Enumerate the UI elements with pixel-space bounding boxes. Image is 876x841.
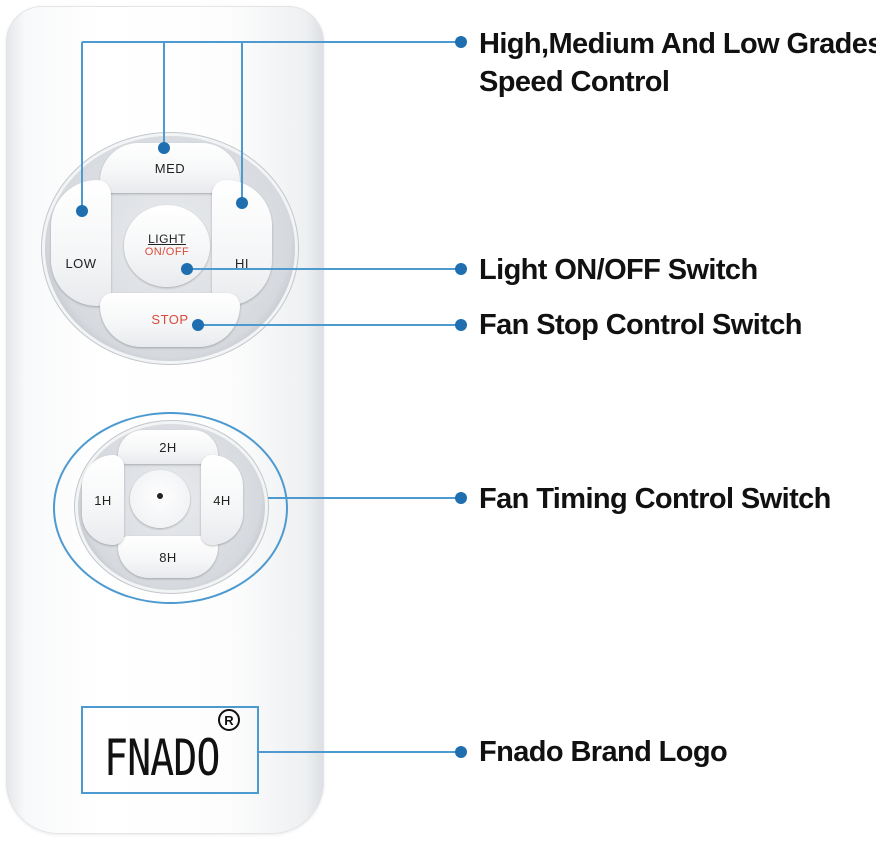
timer-8h-label: 8H <box>159 549 177 565</box>
callout-timing: Fan Timing Control Switch <box>479 483 831 515</box>
timer-center-dot <box>157 493 163 499</box>
callout-speed-line2: Speed Control <box>479 66 670 98</box>
timer-2h-label: 2H <box>159 439 177 455</box>
marker-med <box>158 142 170 154</box>
timer-8h-button[interactable]: 8H <box>118 536 218 578</box>
stop-label: STOP <box>151 311 189 327</box>
hi-label: HI <box>235 255 249 271</box>
med-label: MED <box>154 160 186 176</box>
callout-stop: Fan Stop Control Switch <box>479 309 803 341</box>
marker-stop-end <box>455 319 467 331</box>
low-label: LOW <box>65 255 97 271</box>
timer-4h-label: 4H <box>213 492 231 508</box>
callout-light: Light ON/OFF Switch <box>479 254 758 286</box>
callout-speed-line1: High,Medium And Low Grades <box>479 28 876 60</box>
light-label: LIGHT <box>148 232 186 246</box>
on-off-label: ON/OFF <box>144 246 190 258</box>
marker-low <box>76 205 88 217</box>
callout-brand: Fnado Brand Logo <box>479 736 728 768</box>
timer-2h-button[interactable]: 2H <box>118 430 218 464</box>
logo-highlight-box <box>81 706 259 794</box>
marker-timing-end <box>455 492 467 504</box>
timer-center-button[interactable] <box>130 470 190 528</box>
marker-speed-end <box>455 36 467 48</box>
timer-1h-label: 1H <box>94 492 112 508</box>
marker-light-end <box>455 263 467 275</box>
marker-stop <box>192 319 204 331</box>
light-toggle-button[interactable]: LIGHT ON/OFF <box>124 205 210 287</box>
stop-button[interactable]: STOP <box>100 293 240 347</box>
registered-mark: R <box>218 709 240 731</box>
timer-1h-button[interactable]: 1H <box>82 455 124 545</box>
marker-hi <box>236 197 248 209</box>
timer-highlight-ring <box>53 412 288 604</box>
marker-brand-end <box>455 746 467 758</box>
marker-light <box>181 263 193 275</box>
brand-logo: FNADO <box>104 730 220 788</box>
timer-4h-button[interactable]: 4H <box>201 455 243 545</box>
